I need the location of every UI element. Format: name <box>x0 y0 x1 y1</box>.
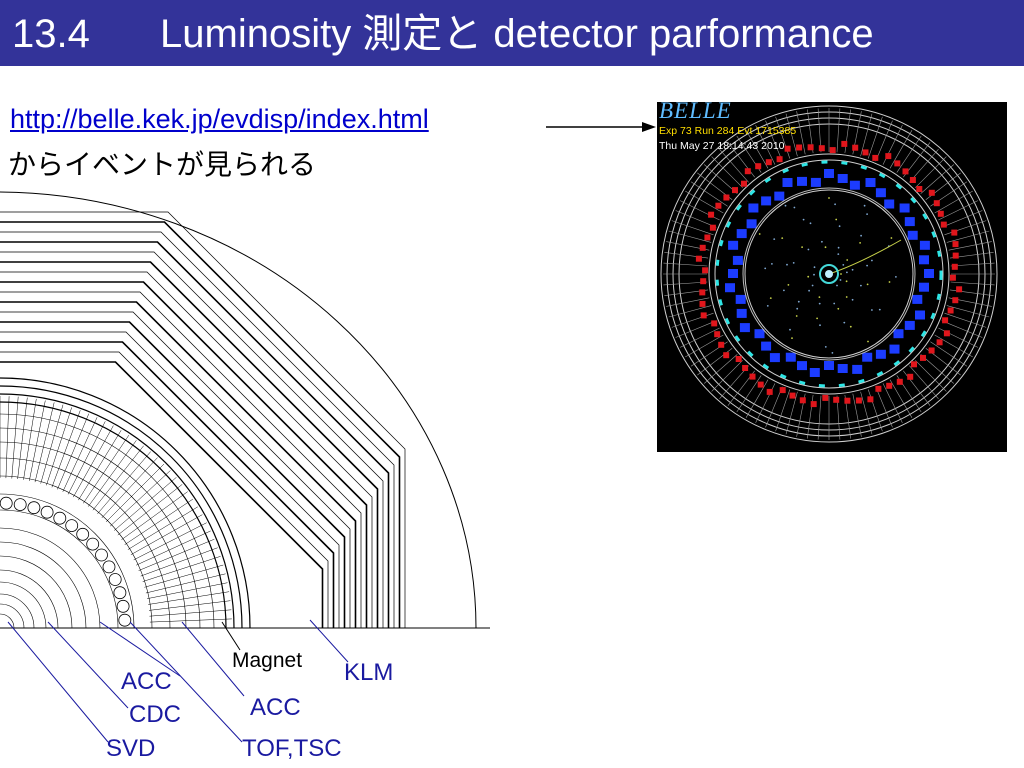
event-display-link[interactable]: http://belle.kek.jp/evdisp/index.html <box>10 104 429 134</box>
label-leader-lines <box>7 619 349 743</box>
detector-cross-section <box>0 191 490 629</box>
title-bar: 13.4 Luminosity 測定と detector parformance <box>0 0 1024 66</box>
arrow-right-icon <box>546 122 656 132</box>
slide-title: 13.4 Luminosity 測定と detector parformance <box>12 8 874 60</box>
event-run-info: Exp 73 Run 284 Evt 1715385 <box>659 125 797 137</box>
event-display-image <box>657 102 1007 452</box>
label-magnet: Magnet <box>232 649 303 672</box>
section-number: 13.4 <box>12 12 90 56</box>
title-text: Luminosity 測定と detector parformance <box>160 12 874 56</box>
label-acc-outer: ACC <box>250 694 301 721</box>
label-cdc: CDC <box>129 701 181 728</box>
label-acc-inner: ACC <box>121 668 172 695</box>
belle-logo: BELLE <box>659 98 732 123</box>
label-klm: KLM <box>344 659 394 686</box>
label-svd: SVD <box>106 735 156 762</box>
link-caption: からイベントが見られる <box>8 149 317 180</box>
label-tof-tsc: TOF,TSC <box>242 735 342 762</box>
event-date: Thu May 27 18:14:43 2010 <box>659 140 785 152</box>
